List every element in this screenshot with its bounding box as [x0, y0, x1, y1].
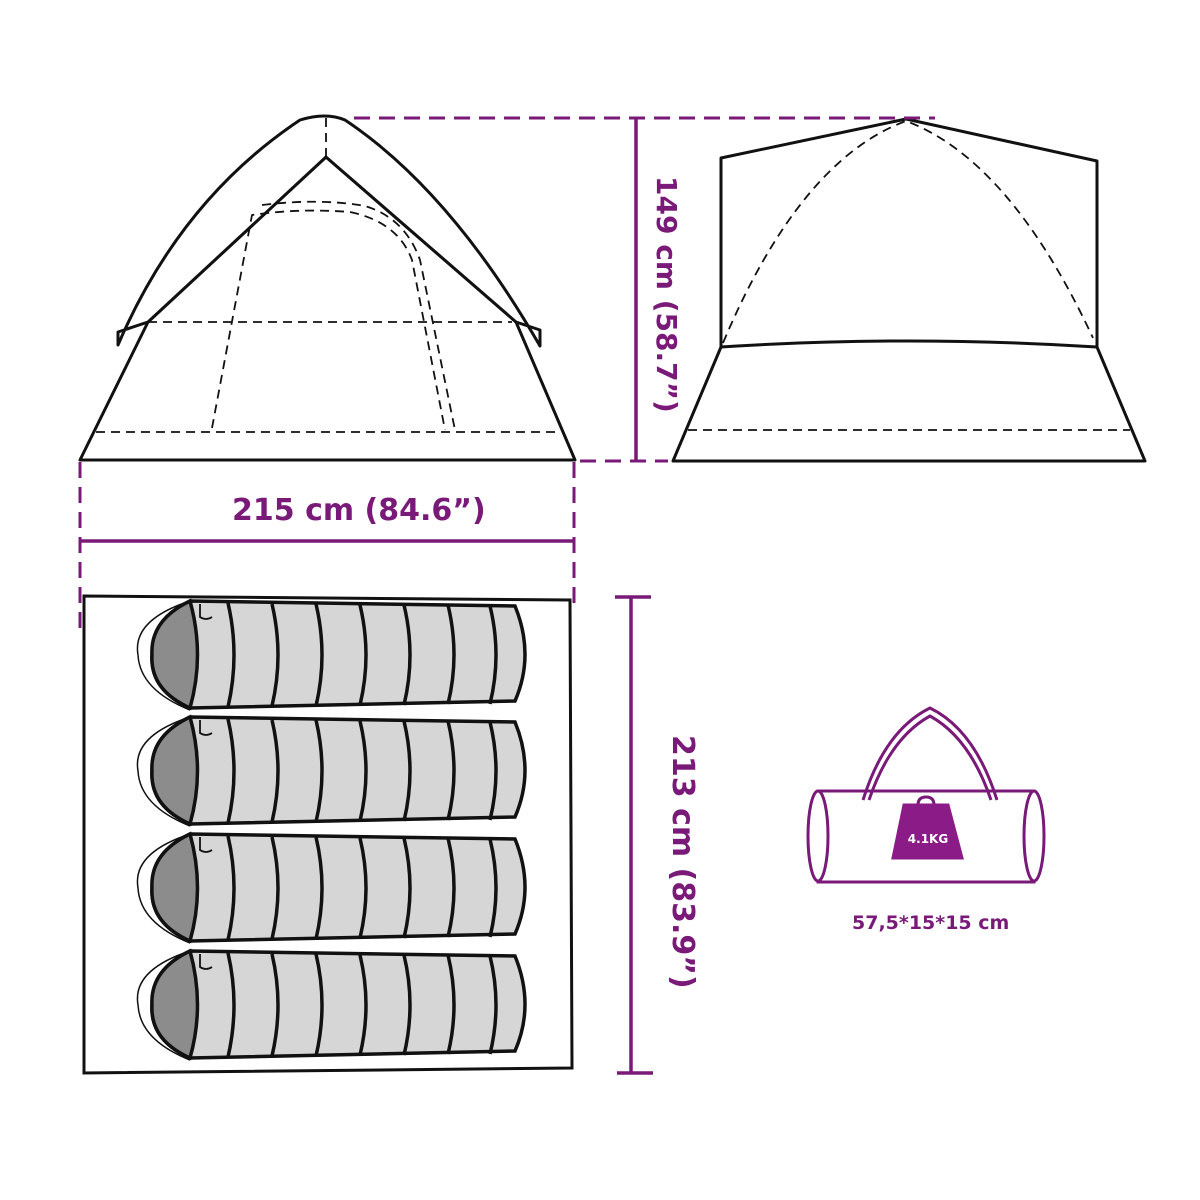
height-dimension-label: 149 cm (58.7”) — [650, 176, 683, 413]
carry-bag-size-label: 57,5*15*15 cm — [852, 912, 1010, 934]
weight-badge-label: 4.1KG — [907, 832, 949, 846]
depth-dimension-label: 213 cm (83.9”) — [665, 735, 700, 989]
width-dimension-label: 215 cm (84.6”) — [232, 493, 486, 528]
tent-side-view — [78, 114, 577, 462]
sleeping-bags — [135, 598, 527, 1062]
tent-top-view — [82, 594, 574, 1075]
dimension-lines — [78, 116, 935, 1075]
tent-front-view — [671, 117, 1147, 463]
carry-bag-icon — [806, 706, 1046, 884]
sleeping-bag — [136, 598, 527, 711]
